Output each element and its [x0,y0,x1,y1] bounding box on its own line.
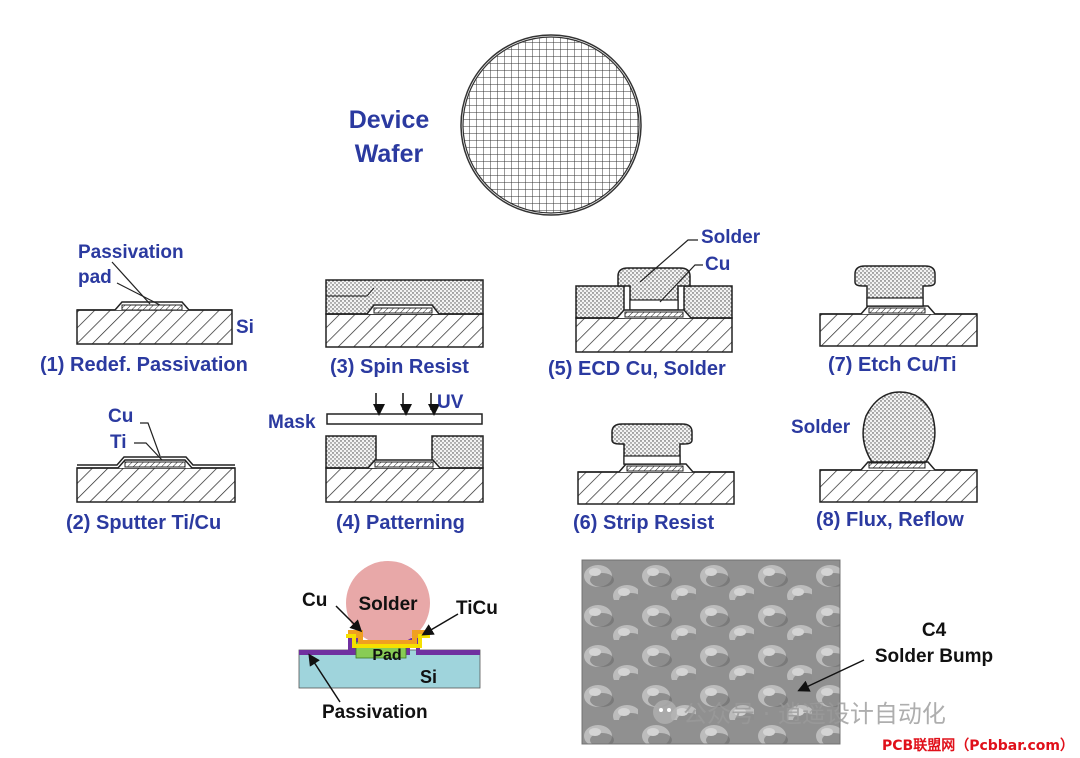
credit-text: PCB联盟网（Pcbbar.com） [882,738,1074,754]
step-1-label-passivation: Passivation [78,242,184,263]
step-3-diagram [325,279,484,348]
step-4-label-uv: UV [437,392,464,413]
sem-image [581,559,865,745]
step-5-label-cu: Cu [705,254,730,275]
step-2-caption: (2) Sputter Ti/Cu [66,512,221,534]
step-8-caption: (8) Flux, Reflow [816,509,964,531]
cross-section-label-pad: Pad [372,647,401,664]
step-1-label-pad: pad [78,267,112,288]
step-8-diagram [819,391,978,503]
wechat-icon [653,700,677,724]
bump-cross-section [298,561,481,703]
wafer-title-line1: Device [349,106,430,134]
step-2-label-ti: Ti [110,432,127,453]
solder-ball [346,561,430,645]
step-5-label-solder: Solder [701,227,761,248]
step-1-label-si: Si [236,317,254,338]
sem-label-solder-bump: Solder Bump [875,646,993,667]
cu-layer [348,630,427,646]
step-4-caption: (4) Patterning [336,512,465,534]
step-4-label-mask: Mask [268,412,316,433]
step-2-diagram [76,422,236,503]
wafer-title-line2: Wafer [355,140,424,168]
step-7-caption: (7) Etch Cu/Ti [828,354,957,376]
step-3-caption: (3) Spin Resist [330,356,469,378]
step-8-label-solder: Solder [791,417,851,438]
ticu-layer [346,634,430,648]
cross-section-label-passivation: Passivation [322,702,428,723]
cross-section-label-cu: Cu [302,590,327,611]
step-6-diagram [577,423,735,505]
watermark-text: 公众号 · 逍遥设计自动化 [683,700,946,728]
step-4-diagram [325,393,484,503]
sem-label-c4: C4 [922,620,947,641]
cross-section-label-ticu: TiCu [456,598,498,619]
step-7-diagram [819,265,978,347]
step-1-caption: (1) Redef. Passivation [40,354,248,376]
cross-section-label-si: Si [420,667,437,687]
cross-section-label-solder: Solder [358,594,418,615]
step-6-caption: (6) Strip Resist [573,512,714,534]
passivation-layer [299,638,480,655]
step-1-diagram [76,261,233,345]
step-2-label-cu: Cu [108,406,133,427]
step-5-caption: (5) ECD Cu, Solder [548,358,726,380]
step-5-diagram [575,239,733,353]
device-wafer [460,34,642,216]
